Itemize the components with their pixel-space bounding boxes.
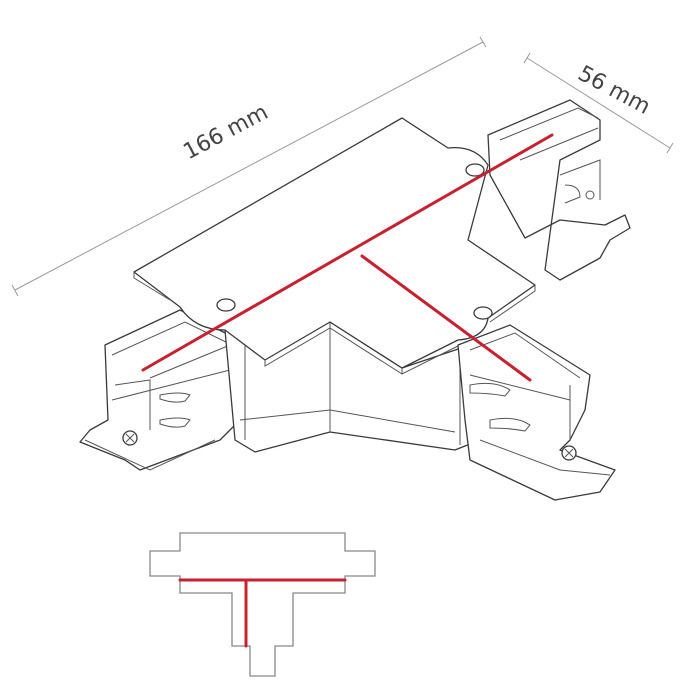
mounting-hole-icon <box>216 298 236 312</box>
dimension-56-line <box>523 52 674 154</box>
conductor-main-line <box>141 133 554 372</box>
dimension-166-line <box>11 36 487 297</box>
connector-body <box>224 321 481 453</box>
top-plate <box>133 117 536 375</box>
mounting-hole-icon <box>465 163 485 177</box>
rail-right-front <box>457 324 616 501</box>
conductor-branch-line <box>360 254 532 382</box>
rail-right-rear <box>487 99 631 281</box>
rail-left <box>79 309 241 471</box>
t-plan-view <box>149 532 376 677</box>
mounting-hole-icon <box>473 306 493 320</box>
